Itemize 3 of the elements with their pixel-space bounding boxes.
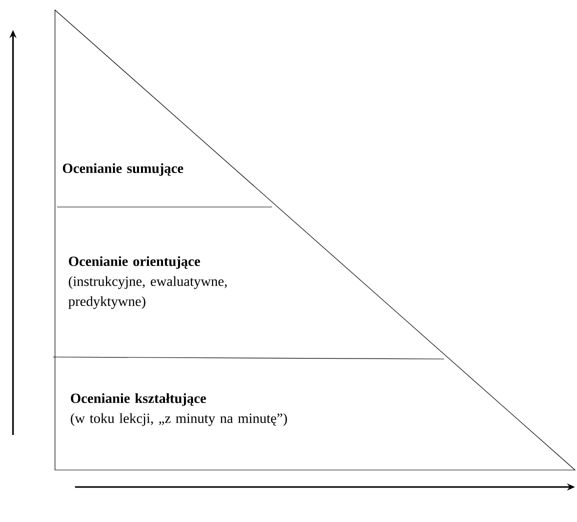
band-label: Ocenianie kształtujące (w toku lekcji, „z minuty na minutę”) xyxy=(70,393,287,426)
band-label: Ocenianie sumujące xyxy=(62,163,184,176)
band-label: Ocenianie orientujące (instrukcyjne, ewaluatywne, predyktywne) xyxy=(68,256,227,309)
